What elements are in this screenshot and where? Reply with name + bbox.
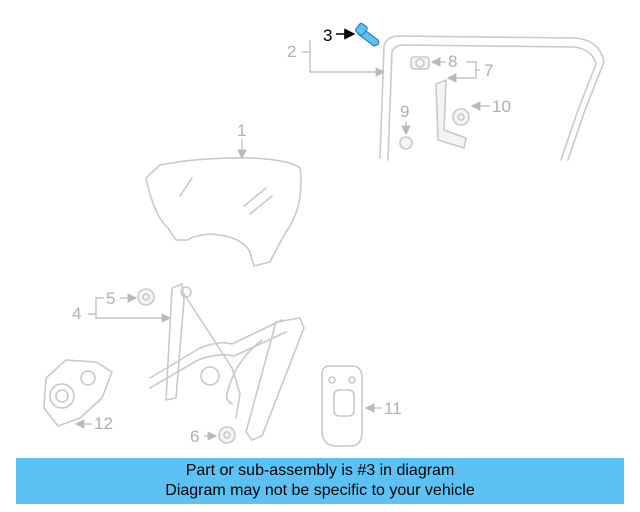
banner-line-1: Part or sub-assembly is #3 in diagram [185,462,455,479]
banner-line-2: Diagram may not be specific to your vehi… [165,482,475,499]
clip-part-8 [410,56,430,70]
callout-2: 2 [287,40,384,72]
callout-5-label: 5 [106,289,115,308]
regulator-motor-part-12 [43,359,113,427]
window-run-channel-part [379,35,605,161]
callout-8-label: 8 [448,52,457,71]
callout-12-label: 12 [94,414,113,433]
door-glass-part-1 [145,157,302,267]
callout-6-label: 6 [190,427,199,446]
grommet-part-10 [452,108,470,126]
callout-7-label: 7 [484,61,493,80]
callout-11-label: 11 [384,399,402,418]
callout-2-label: 2 [287,42,296,61]
callout-8: 8 [430,52,457,71]
callout-6: 6 [190,427,218,446]
callout-10: 10 [470,97,511,116]
info-banner: Part or sub-assembly is #3 in diagram Di… [16,458,624,504]
callout-1: 1 [237,121,247,160]
callout-9-label: 9 [400,102,409,121]
callout-11: 11 [364,399,402,418]
switch-part-11 [321,365,363,447]
callout-3-label: 3 [323,26,332,45]
bolt-part-3-highlighted [354,22,380,47]
callout-4-label: 4 [72,304,81,323]
callout-7: 7 [448,61,493,80]
callout-12: 12 [74,414,113,433]
window-regulator-part-4 [149,283,305,441]
callout-10-label: 10 [492,97,511,116]
callout-3: 3 [323,26,356,45]
callout-1-label: 1 [237,121,246,140]
nut-part-5 [137,288,155,306]
screw-part-9 [399,136,413,150]
callout-9: 9 [400,102,411,136]
nut-part-6 [218,426,236,444]
callout-4: 4 [72,297,170,323]
callout-5: 5 [106,289,138,308]
